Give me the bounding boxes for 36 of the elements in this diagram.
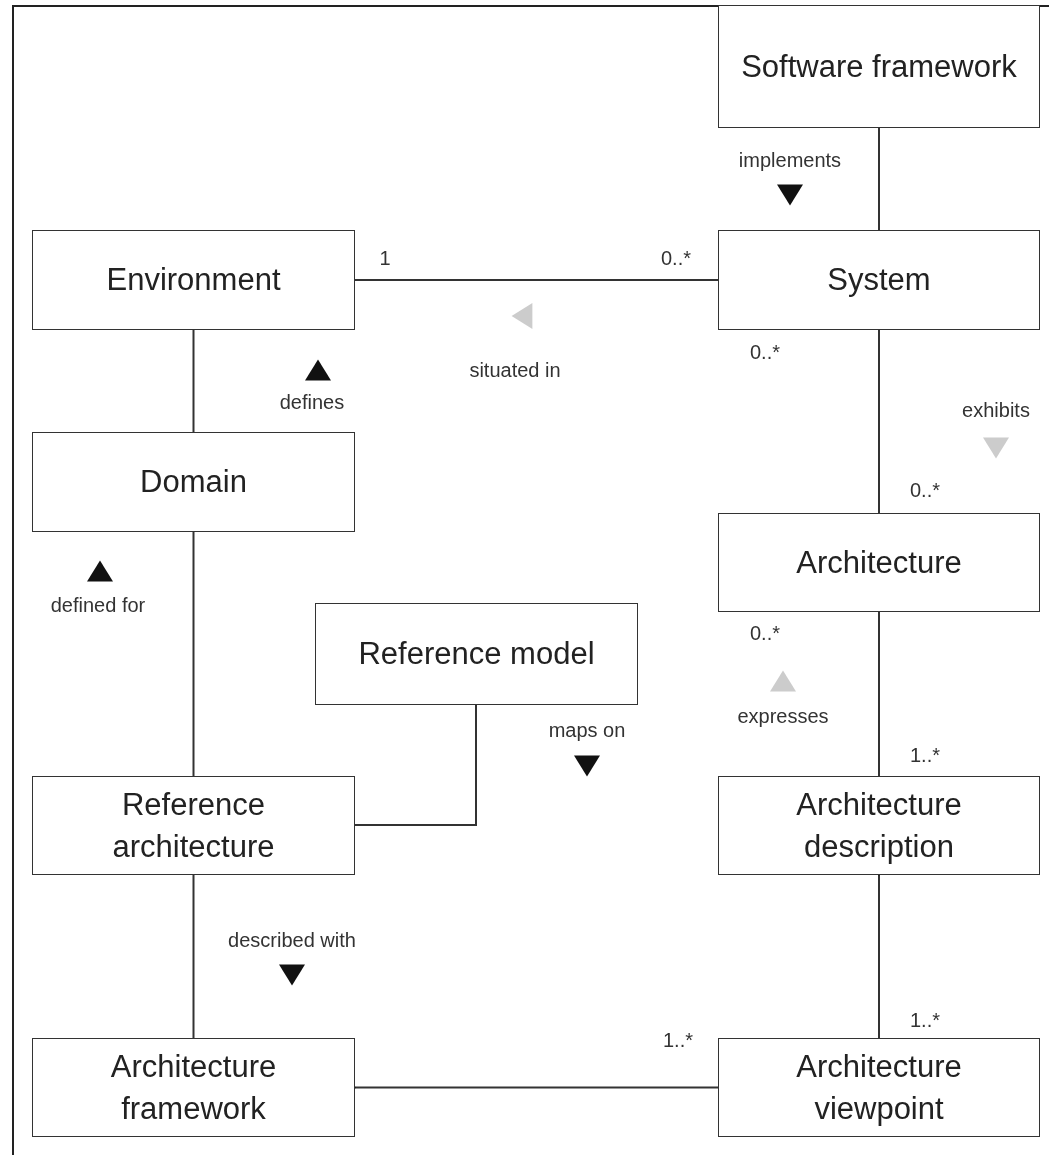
class-name: Architecture <box>796 543 962 582</box>
class-name: Architecture framework <box>109 1047 278 1128</box>
class-name: Reference architecture <box>111 785 276 866</box>
class-box <box>32 776 355 875</box>
class-box <box>32 432 355 532</box>
class-name: Domain <box>140 463 247 502</box>
class-box <box>718 776 1040 875</box>
multiplicity-label: 1..* <box>663 1028 693 1052</box>
multiplicity-label: 0..* <box>661 246 691 270</box>
class-name: Environment <box>106 261 281 300</box>
class-box <box>718 230 1040 330</box>
class-box <box>718 1038 1040 1137</box>
class-box <box>32 1038 355 1137</box>
multiplicity-label: 1..* <box>910 743 940 767</box>
multiplicity-label: 0..* <box>750 621 780 645</box>
class-name: Software framework <box>741 47 1017 86</box>
class-name: Architecture description <box>795 785 963 866</box>
class-box <box>32 230 355 330</box>
multiplicity-label: 1..* <box>910 1008 940 1032</box>
multiplicity-label: 0..* <box>750 340 780 364</box>
association-line <box>192 531 195 777</box>
class-name: Architecture viewpoint <box>795 1047 963 1128</box>
class-box <box>718 513 1040 612</box>
association-line <box>192 329 195 433</box>
class-box <box>718 5 1040 128</box>
class-name: Reference model <box>358 635 595 674</box>
association-line <box>878 127 880 231</box>
multiplicity-label: 0..* <box>910 478 940 502</box>
association-line <box>354 704 477 826</box>
multiplicity-label: 1 <box>379 246 391 270</box>
class-box <box>315 603 638 705</box>
class-name: System <box>827 261 931 300</box>
association-line <box>354 279 719 281</box>
association-line <box>878 329 880 514</box>
association-line <box>878 611 880 777</box>
association-line <box>192 874 195 1039</box>
